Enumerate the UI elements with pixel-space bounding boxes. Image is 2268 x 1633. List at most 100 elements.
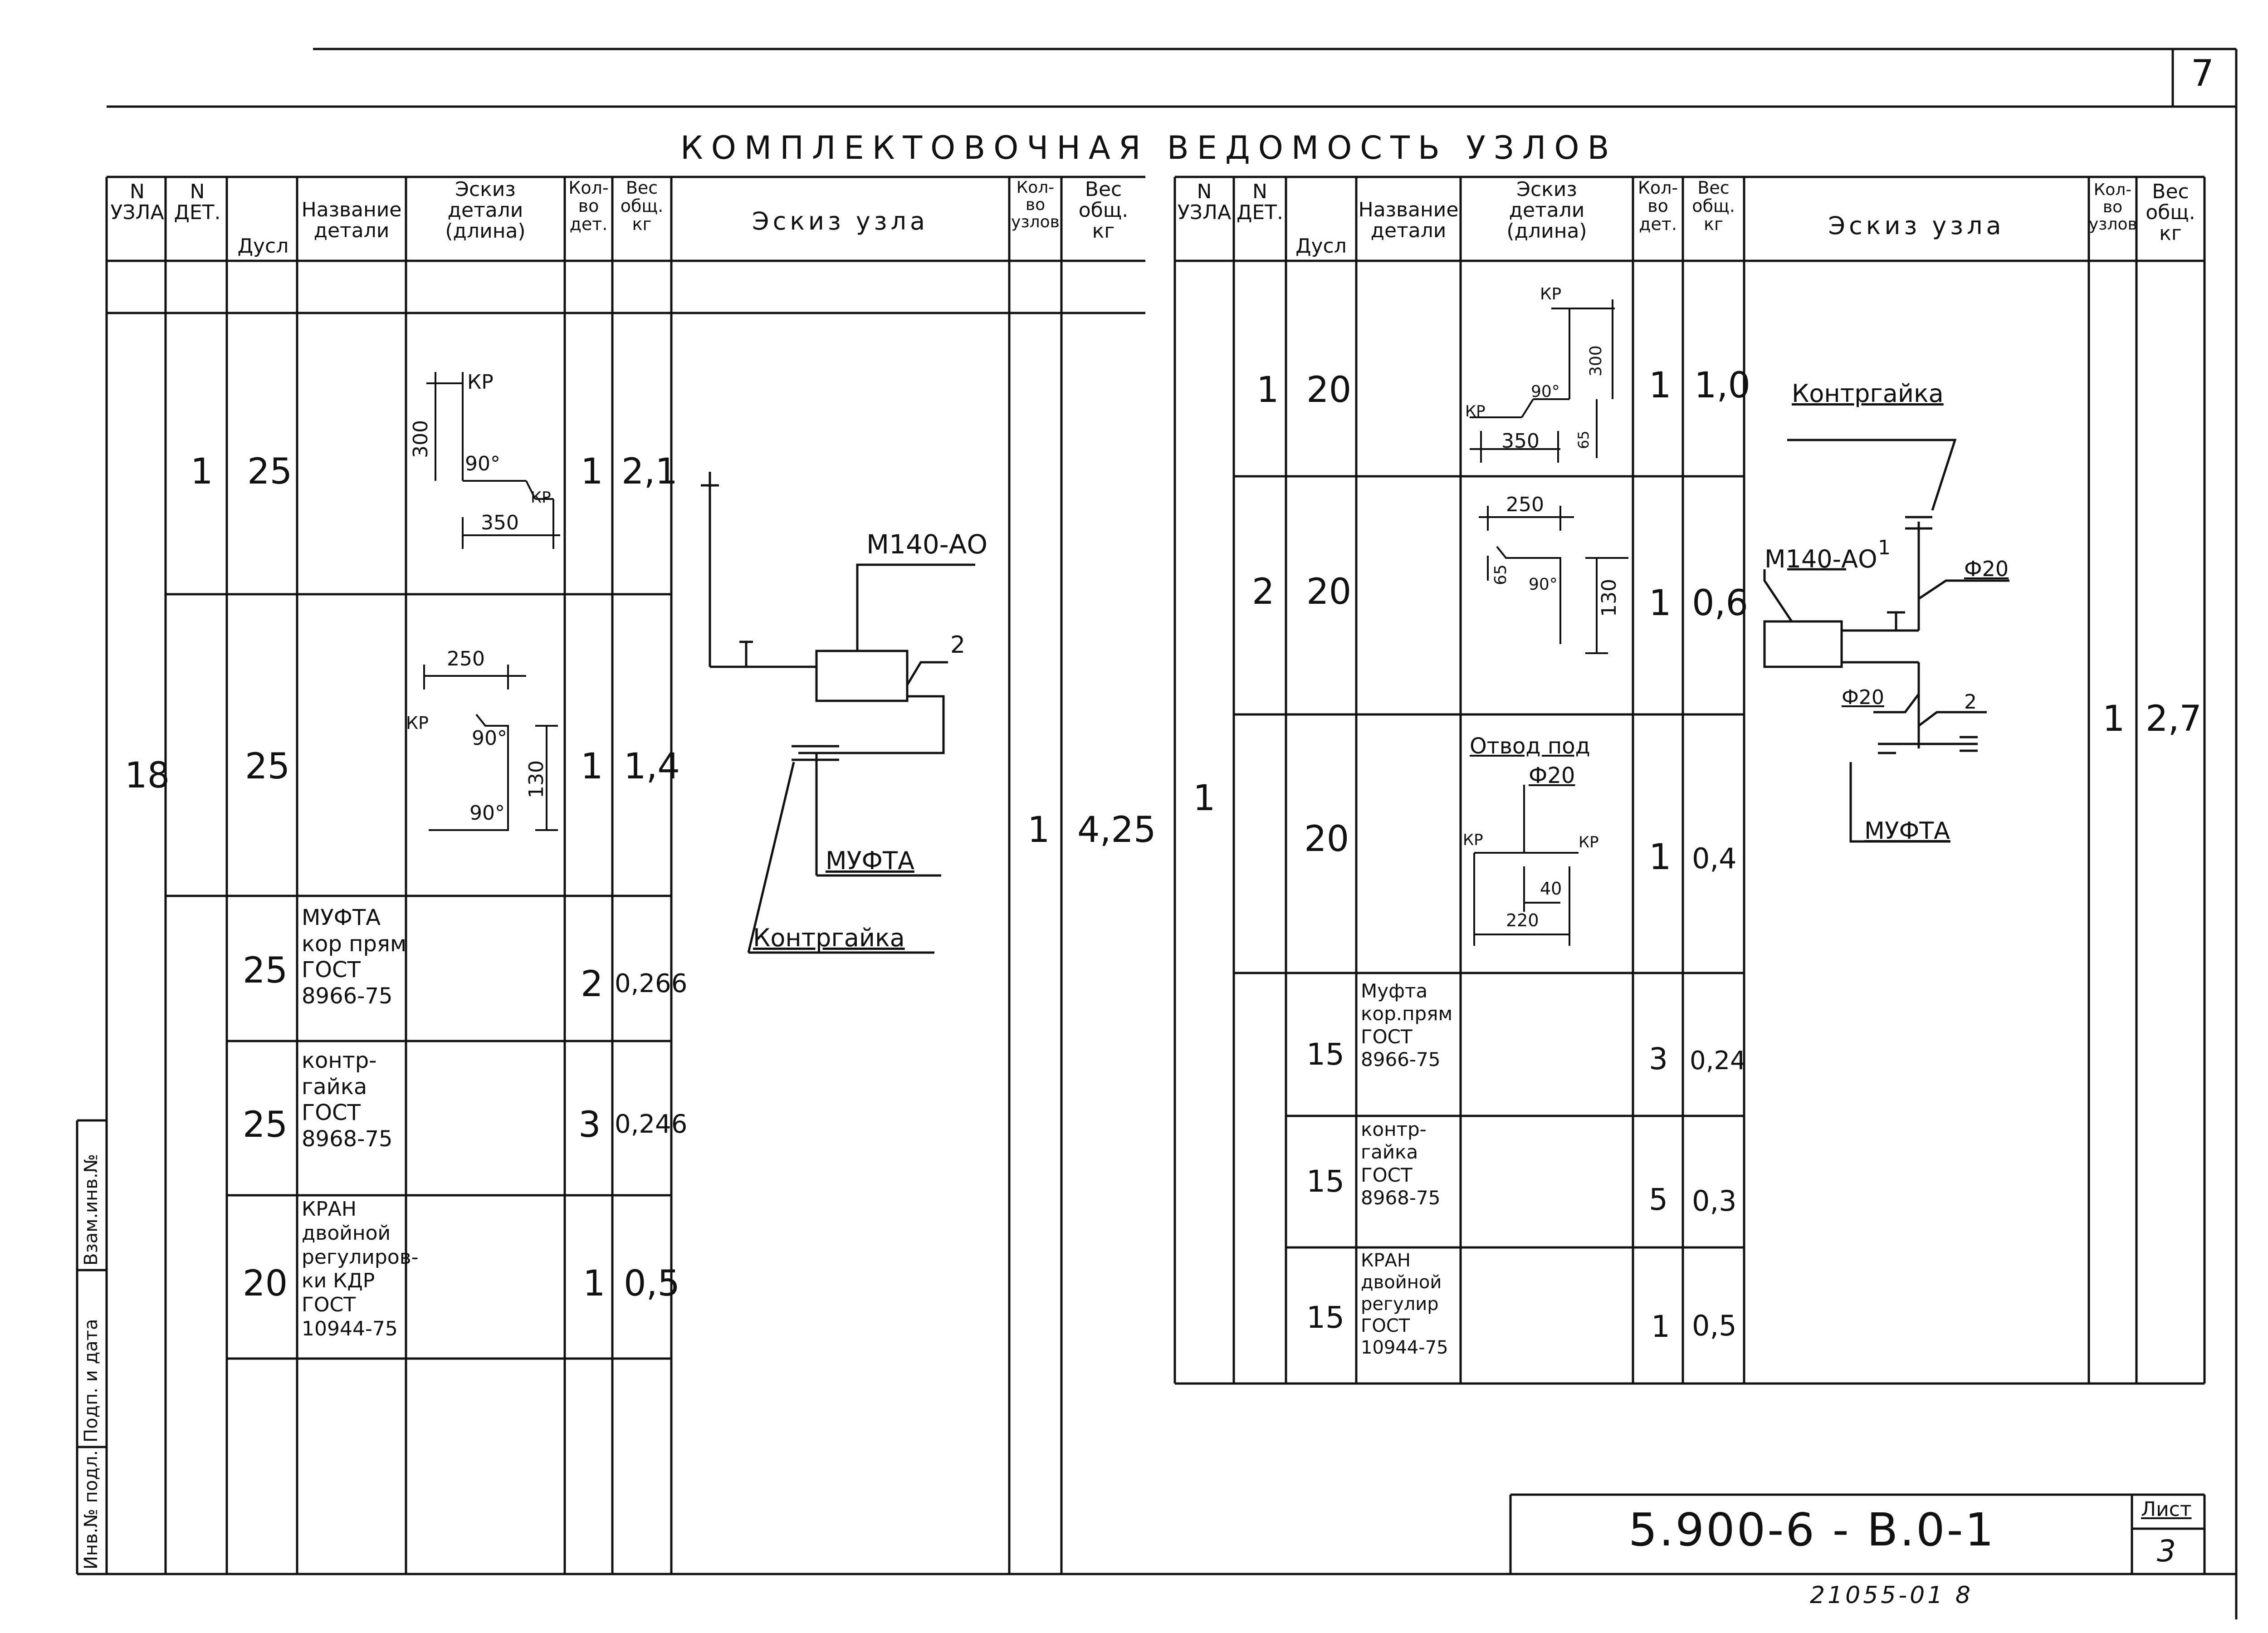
right-row1-qty: 1 bbox=[1649, 365, 1672, 406]
right-s3-kr-right: КР bbox=[1579, 833, 1599, 851]
right-s3-label: Отвод под bbox=[1470, 733, 1590, 759]
doc-code: 5.900-6 - В.0-1 bbox=[1628, 1503, 1996, 1556]
right-row3-du: 20 bbox=[1304, 819, 1349, 860]
right-row4-name: Муфта кор.прям ГОСТ 8966-75 bbox=[1361, 980, 1453, 1071]
right-s1-kr: КР bbox=[1540, 285, 1562, 303]
left-row4-weight: 0,246 bbox=[615, 1110, 688, 1139]
hdr-node-no: N УЗЛА bbox=[110, 180, 164, 225]
right-node-dia2: Ф20 bbox=[1842, 686, 1884, 709]
left-s2-angle2: 90° bbox=[469, 802, 505, 825]
right-row3-weight: 0,4 bbox=[1692, 842, 1737, 875]
right-row2-du: 20 bbox=[1306, 572, 1352, 612]
right-s3-kr-left: КР bbox=[1463, 831, 1483, 849]
left-s1-angle: 90° bbox=[465, 452, 500, 475]
right-node-qty: 1 bbox=[2102, 699, 2125, 739]
left-s1-width: 350 bbox=[481, 511, 519, 534]
right-row6-du: 15 bbox=[1306, 1300, 1344, 1335]
left-node-mark: М140-АО bbox=[866, 529, 988, 560]
right-row1-du: 20 bbox=[1306, 370, 1352, 411]
left-row1-weight: 2,1 bbox=[621, 451, 678, 492]
side-stamp-sign: Подп. и дата bbox=[81, 1319, 102, 1442]
hdr-detail-sketch-r: Эскиз детали (длина) bbox=[1506, 178, 1587, 243]
right-node-no: 1 bbox=[1193, 778, 1216, 819]
right-row4-du: 15 bbox=[1306, 1037, 1344, 1072]
sheet-label: Лист bbox=[2141, 1498, 2192, 1521]
right-row4-qty: 3 bbox=[1649, 1041, 1668, 1076]
left-row1-du: 25 bbox=[247, 451, 293, 492]
right-s1-len: 300 bbox=[1587, 345, 1605, 376]
left-s2-angle1: 90° bbox=[472, 727, 507, 750]
right-node-pos2: 2 bbox=[1964, 690, 1977, 714]
left-row2-weight: 1,4 bbox=[624, 746, 680, 787]
left-s1-kr-top: КР bbox=[467, 371, 494, 394]
bottom-code: 21055-01 8 bbox=[1810, 1582, 1973, 1609]
left-row5-weight: 0,5 bbox=[624, 1263, 680, 1304]
right-row2-det: 2 bbox=[1252, 572, 1275, 612]
hdr-node-no-r: N УЗЛА bbox=[1177, 180, 1232, 225]
right-row6-qty: 1 bbox=[1651, 1309, 1670, 1344]
left-node-muft: МУФТА bbox=[826, 846, 914, 875]
left-node-qty: 1 bbox=[1027, 810, 1050, 851]
left-node-nut: Контргайка bbox=[753, 924, 905, 952]
left-s2-height: 130 bbox=[525, 760, 548, 798]
hdr-qty-nodes-r: Кол- во узлов bbox=[2089, 181, 2137, 234]
right-node-dia1: Ф20 bbox=[1964, 557, 2009, 581]
hdr-detail-no: N ДЕТ. bbox=[174, 180, 221, 225]
left-row3-weight: 0,266 bbox=[615, 969, 688, 998]
right-node-weight: 2,7 bbox=[2146, 699, 2202, 739]
left-node-weight: 4,25 bbox=[1077, 810, 1156, 851]
left-s1-kr-bottom: КР bbox=[531, 489, 551, 507]
right-s2-angle: 90° bbox=[1529, 575, 1558, 594]
right-node-nut: Контргайка bbox=[1792, 379, 1944, 408]
right-row6-name: КРАН двойной регулир ГОСТ 10944-75 bbox=[1361, 1250, 1448, 1358]
right-s3-small: 40 bbox=[1540, 879, 1562, 899]
right-row1-weight: 1,0 bbox=[1694, 365, 1751, 406]
left-row5-du: 20 bbox=[243, 1263, 288, 1304]
left-s2-kr: КР bbox=[406, 713, 429, 733]
hdr-node-sketch: Эскиз узла bbox=[752, 207, 929, 235]
left-row2-du: 25 bbox=[245, 746, 290, 787]
hdr-weight-total: Вес общ. кг bbox=[1078, 178, 1129, 243]
hdr-qty-det: Кол- во дет. bbox=[568, 178, 609, 234]
left-row3-du: 25 bbox=[243, 950, 288, 991]
hdr-detail-name-r: Название детали bbox=[1358, 198, 1459, 243]
right-node-pos1: 1 bbox=[1878, 536, 1891, 559]
page-number: 7 bbox=[2191, 52, 2214, 94]
right-row6-weight: 0,5 bbox=[1692, 1309, 1737, 1342]
left-s1-len: 300 bbox=[409, 420, 432, 458]
right-row2-weight: 0,6 bbox=[1692, 583, 1749, 624]
left-node-pos: 2 bbox=[950, 631, 966, 659]
right-s1-kr-left: КР bbox=[1465, 402, 1486, 420]
hdr-weight-total-r: Вес общ. кг bbox=[2146, 180, 2195, 245]
right-s1-small: 65 bbox=[1575, 430, 1592, 449]
right-row5-weight: 0,3 bbox=[1692, 1184, 1737, 1217]
right-row5-du: 15 bbox=[1306, 1164, 1344, 1199]
left-row4-du: 25 bbox=[243, 1105, 288, 1145]
left-row5-qty: 1 bbox=[583, 1263, 606, 1304]
hdr-node-sketch-r: Эскиз узла bbox=[1828, 211, 2005, 240]
page-title: КОМПЛЕКТОВОЧНАЯ ВЕДОМОСТЬ УЗЛОВ bbox=[680, 129, 1618, 166]
hdr-detail-name: Название детали bbox=[301, 198, 402, 243]
right-row1-det: 1 bbox=[1256, 370, 1279, 411]
hdr-qty-nodes: Кол- во узлов bbox=[1011, 178, 1060, 231]
left-row4-qty: 3 bbox=[578, 1105, 601, 1145]
right-s3-dia: Ф20 bbox=[1529, 763, 1575, 788]
right-row5-name: контр- гайка ГОСТ 8968-75 bbox=[1361, 1118, 1441, 1209]
right-s2-height: 130 bbox=[1598, 579, 1621, 617]
right-s1-width: 350 bbox=[1501, 430, 1540, 453]
left-row1-det: 1 bbox=[191, 451, 213, 492]
hdr-weight: Вес общ. кг bbox=[620, 178, 664, 234]
hdr-qty-det-r: Кол- во дет. bbox=[1637, 178, 1678, 234]
right-node-muft: МУФТА bbox=[1864, 817, 1950, 845]
hdr-detail-sketch: Эскиз детали (длина) bbox=[445, 178, 526, 243]
left-row2-qty: 1 bbox=[581, 746, 603, 787]
side-stamp-replace: Взам.инв.№ bbox=[81, 1154, 102, 1266]
right-s1-angle: 90° bbox=[1531, 382, 1560, 401]
side-stamp-inv: Инв.№ подл. bbox=[81, 1450, 102, 1569]
right-row3-qty: 1 bbox=[1649, 837, 1672, 878]
right-node-mark: М140-АО bbox=[1765, 545, 1877, 573]
right-s2-small: 65 bbox=[1491, 564, 1510, 585]
hdr-detail-no-r: N ДЕТ. bbox=[1236, 180, 1284, 225]
